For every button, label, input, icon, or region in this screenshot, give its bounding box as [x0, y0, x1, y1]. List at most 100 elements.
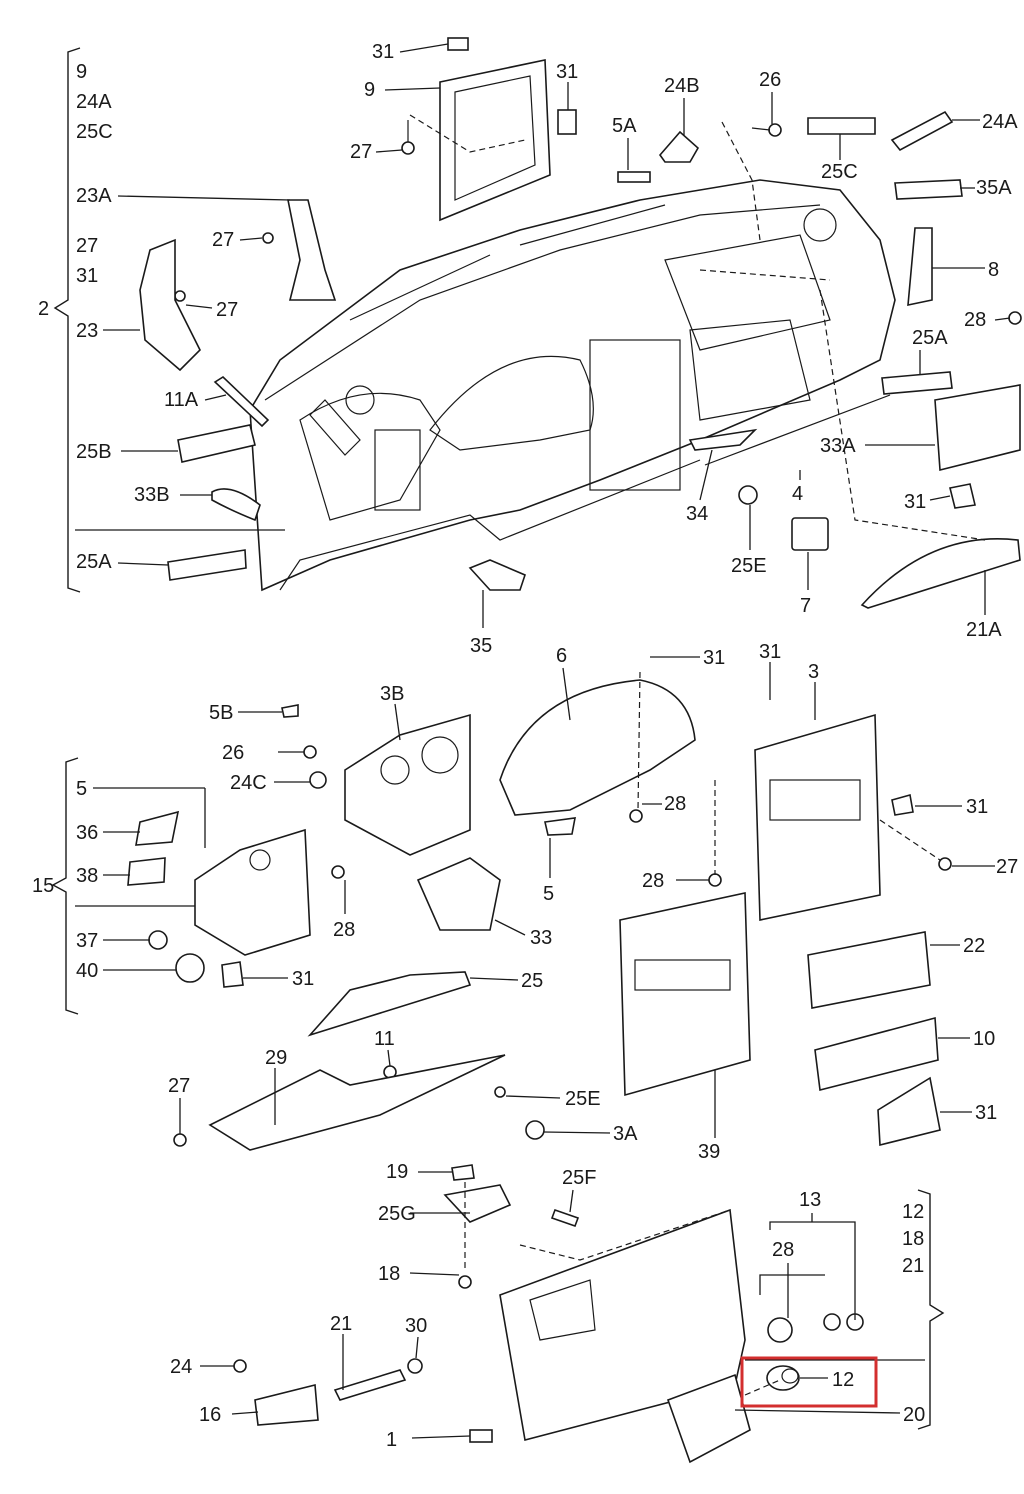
part-9-frame — [439, 59, 551, 222]
part-5-assembly — [194, 828, 311, 956]
label-27-c: 27 — [216, 299, 238, 321]
label-27-b: 27 — [212, 229, 234, 251]
part-27-screw-a — [401, 120, 415, 155]
part-20-clip — [469, 1429, 493, 1443]
label-36: 36 — [76, 822, 98, 844]
label-33: 33 — [530, 927, 552, 949]
label-30: 24 — [170, 1356, 192, 1378]
part-3a-panel — [619, 892, 751, 1097]
label-group-2: 15 — [32, 875, 54, 897]
part-25a-pad-b — [167, 549, 247, 581]
label-26-b: 26 — [222, 742, 244, 764]
label-26-a: 26 — [759, 69, 781, 91]
part-11a-strip — [213, 375, 270, 428]
label-13: 25G — [378, 1203, 416, 1225]
part-31-clip-f — [451, 1164, 475, 1181]
label-33a: 33A — [820, 435, 856, 457]
part-33b-vent — [211, 488, 261, 522]
part-28-screw-b — [629, 809, 643, 823]
label-33b: 33B — [134, 484, 170, 506]
label-12-a: 16 — [199, 1404, 221, 1426]
part-21-clip — [407, 1358, 423, 1374]
label-25g: 28 — [772, 1239, 794, 1261]
part-13-bracket — [443, 1184, 512, 1223]
label-40: 40 — [76, 960, 98, 982]
label-31-f: 31 — [966, 796, 988, 818]
part-27-screw-e — [494, 1086, 506, 1098]
part-34-strip — [688, 428, 758, 451]
label-28-a: 28 — [964, 309, 986, 331]
label-21-a: 30 — [405, 1315, 427, 1337]
label-7: 7 — [800, 595, 811, 617]
part-26-bolt-b — [303, 745, 317, 759]
label-27-e: 25E — [565, 1088, 601, 1110]
label-25f: 13 — [799, 1189, 821, 1211]
part-28-screw-e — [938, 857, 952, 871]
label-4: 4 — [792, 483, 803, 505]
label-25a-b: 25A — [76, 551, 112, 573]
label-24c: 24C — [230, 772, 267, 794]
label-5b: 5B — [209, 702, 233, 724]
part-40-knob — [175, 953, 205, 983]
label-5-a: 5 — [76, 778, 87, 800]
label-25e-a: 25E — [731, 555, 767, 577]
part-27-screw-b — [262, 232, 274, 244]
label-29: 27 — [168, 1075, 190, 1097]
label-31-b: 31 — [556, 61, 578, 83]
label-25c: 25C — [821, 161, 858, 183]
label-31-d: 31 — [703, 647, 725, 669]
label-28-e: 27 — [996, 856, 1018, 878]
group-1-item: 9 — [76, 61, 87, 83]
part-31-clip-d — [891, 793, 914, 816]
label-31-c: 31 — [904, 491, 926, 513]
part-3b-housing — [344, 713, 471, 856]
part-25f-keys — [823, 1313, 864, 1331]
part-33-vent — [416, 857, 501, 931]
label-38: 38 — [76, 865, 98, 887]
part-27-screw-c — [174, 290, 186, 302]
label-23: 23 — [76, 320, 98, 342]
label-27-d: 11 — [374, 1028, 395, 1050]
label-22: 22 — [963, 935, 985, 957]
label-28-c: 28 — [333, 919, 355, 941]
part-24b-cap — [658, 130, 700, 163]
part-26-bolt — [751, 123, 782, 137]
part-22-panel — [807, 931, 931, 1009]
label-5-b: 5 — [543, 883, 554, 905]
part-12-pad — [254, 1383, 319, 1426]
label-39: 31 — [975, 1102, 997, 1124]
part-labels: 31 9 31 27 24B 26 5A 24A 25C 35A 23A 27 … — [32, 41, 1018, 1451]
label-24: 12 — [832, 1369, 854, 1391]
label-25e-b: 3A — [613, 1123, 638, 1145]
part-28-screw-d — [708, 873, 722, 887]
label-6: 6 — [556, 645, 567, 667]
label-3a: 39 — [698, 1141, 720, 1163]
part-25c-pad — [807, 117, 876, 135]
part-25e-plug-b — [525, 1120, 545, 1140]
label-35: 35 — [470, 635, 492, 657]
part-28-screw-c — [331, 865, 345, 879]
group-1-item: 31 — [76, 265, 98, 287]
group-1-item: 25C — [76, 121, 113, 143]
part-31-clip-e — [221, 961, 244, 988]
part-28-screw-a — [1008, 311, 1022, 325]
group-15-item: 12 — [902, 1201, 924, 1223]
label-28-f: 18 — [378, 1263, 400, 1285]
leader-lines — [75, 43, 1011, 1439]
part-23a-bracket — [287, 199, 337, 301]
group-15-item: 21 — [902, 1255, 924, 1277]
label-24a: 24A — [982, 111, 1018, 133]
label-10: 10 — [973, 1028, 995, 1050]
label-24b: 24B — [664, 75, 700, 97]
part-31-clip-b — [557, 109, 577, 135]
label-19: 25F — [562, 1167, 596, 1189]
part-39-bracket — [877, 1076, 941, 1147]
label-25b: 25B — [76, 441, 112, 463]
dashboard-assembly — [249, 179, 896, 592]
label-9: 9 — [364, 79, 375, 101]
part-5-clip-a — [544, 817, 576, 836]
group-15-item: 18 — [902, 1228, 924, 1250]
part-11-bracket — [208, 1054, 506, 1151]
label-group-1: 2 — [38, 298, 49, 320]
